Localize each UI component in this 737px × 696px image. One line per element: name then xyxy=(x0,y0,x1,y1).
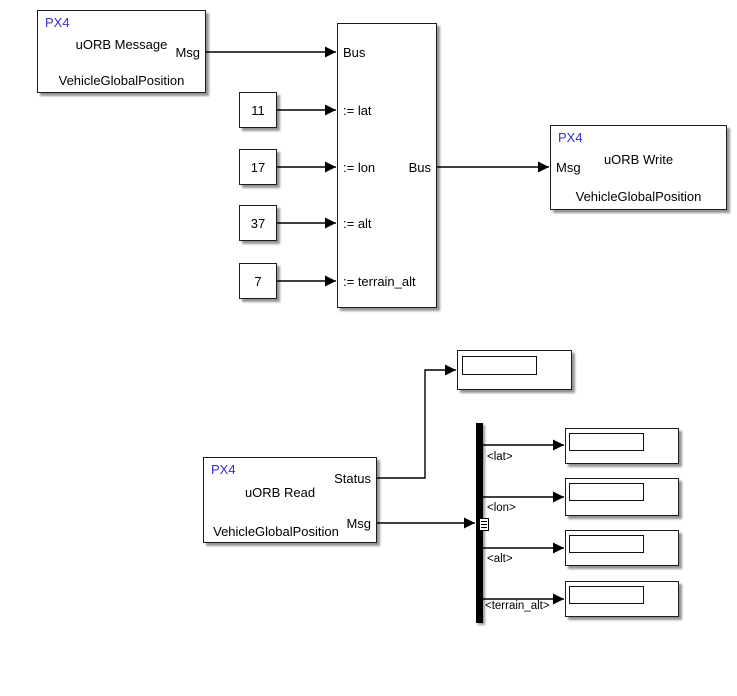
px4-mask-label: PX4 xyxy=(558,130,583,145)
constant-value: 11 xyxy=(251,102,265,118)
display-status[interactable] xyxy=(457,350,572,390)
px4-mask-label: PX4 xyxy=(211,462,236,477)
display-lat[interactable] xyxy=(565,428,679,464)
block-uorb-read[interactable]: PX4 Status uORB Read Msg VehicleGlobalPo… xyxy=(203,457,377,543)
port-label-msg-out: Msg xyxy=(175,45,200,60)
block-title: uORB Write xyxy=(603,152,674,167)
signal-label-lon: <lon> xyxy=(487,502,516,514)
port-label-assign-lon: := lon xyxy=(343,160,376,175)
port-label-bus-out: Bus xyxy=(408,160,431,175)
port-label-msg-in: Msg xyxy=(556,160,581,175)
port-label-assign-alt: := alt xyxy=(343,216,372,231)
block-constant-37[interactable]: 37 xyxy=(239,205,277,241)
display-value-box xyxy=(569,586,644,604)
constant-value: 37 xyxy=(250,215,266,231)
signal-label-alt: <alt> xyxy=(487,553,513,565)
wire-status-to-display[interactable] xyxy=(377,364,456,479)
block-constant-11[interactable]: 11 xyxy=(239,92,277,128)
signal-label-lat: <lat> xyxy=(487,451,513,463)
port-label-bus-in: Bus xyxy=(343,45,366,60)
port-label-msg-out: Msg xyxy=(346,516,371,531)
block-subtitle: VehicleGlobalPosition xyxy=(575,189,702,204)
block-uorb-message[interactable]: PX4 uORB Message Msg VehicleGlobalPositi… xyxy=(37,10,206,93)
constant-value: 17 xyxy=(250,159,266,175)
display-lon[interactable] xyxy=(565,478,679,516)
port-label-assign-lat: := lat xyxy=(343,103,372,118)
display-terrain-alt[interactable] xyxy=(565,581,679,617)
block-constant-7[interactable]: 7 xyxy=(239,263,277,299)
port-label-status-out: Status xyxy=(334,471,371,486)
block-title: uORB Read xyxy=(244,485,316,500)
block-bus-assignment[interactable]: Bus := lat := lon := alt := terrain_alt … xyxy=(337,23,437,308)
bus-selector-input-icon xyxy=(479,518,489,531)
display-value-box xyxy=(462,356,537,375)
display-alt[interactable] xyxy=(565,530,679,566)
block-subtitle: VehicleGlobalPosition xyxy=(58,73,185,88)
display-value-box xyxy=(569,535,644,553)
block-uorb-write[interactable]: PX4 Msg uORB Write VehicleGlobalPosition xyxy=(550,125,727,210)
display-value-box xyxy=(569,483,644,501)
block-subtitle: VehicleGlobalPosition xyxy=(213,524,339,539)
constant-value: 7 xyxy=(254,273,262,289)
display-value-box xyxy=(569,433,644,451)
px4-mask-label: PX4 xyxy=(45,15,70,30)
signal-label-terrain-alt: <terrain_alt> xyxy=(485,600,550,612)
block-title: uORB Message xyxy=(75,37,168,52)
block-constant-17[interactable]: 17 xyxy=(239,149,277,185)
port-label-assign-terrain: := terrain_alt xyxy=(343,274,416,289)
